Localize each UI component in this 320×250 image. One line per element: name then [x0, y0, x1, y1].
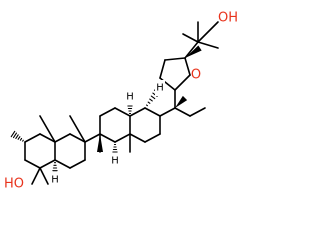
bond-c26-c27	[164, 57, 186, 61]
bond-c5-c7	[54, 133, 71, 143]
bond-c10-c6	[54, 159, 71, 169]
hash-c3-hydroxyl-dash	[22, 139, 24, 142]
bond-c5-m1	[39, 115, 56, 143]
bond-c15-c16	[114, 133, 131, 143]
hash-c17-hydrogen-dash	[149, 98, 153, 102]
stereo-h-label-c9: H	[111, 156, 119, 167]
hash-c3-hydroxyl-dash	[19, 137, 23, 141]
ring-oxygen-label-backdrop	[191, 67, 201, 83]
bond-c12-c13	[99, 107, 116, 117]
bond-c28-c31	[182, 33, 199, 43]
bond-c25-c26	[159, 59, 166, 79]
bond-c9-c10	[69, 159, 86, 169]
stereo-bond-layer	[10, 45, 202, 177]
bond-c7-c8	[69, 133, 86, 143]
bond-c13-c14	[114, 107, 131, 117]
bond-c18-c21	[159, 107, 176, 117]
stereo-h-label-c5: H	[51, 175, 59, 186]
hydroxyl-label-left-backdrop	[5, 176, 23, 192]
stereo-h-label-c9-backdrop	[110, 153, 120, 169]
bond-c8-m2	[69, 115, 86, 143]
ring-oxygen-label: O	[191, 68, 201, 83]
hash-c3-hydroxyl	[10, 130, 24, 142]
bond-c14-c17	[129, 107, 146, 117]
bond-c21-c22	[174, 107, 191, 117]
hydroxyl-label-top: OH	[218, 11, 238, 26]
bond-c17-c18	[144, 107, 161, 117]
bond-c4-methyl-a	[31, 167, 41, 185]
bond-c20-c15	[129, 133, 146, 143]
stereo-h-label-c17: H	[156, 83, 164, 94]
hydroxyl-label-top-backdrop	[219, 10, 237, 26]
hash-c17-hydrogen-dash	[147, 101, 151, 104]
bond-c27-o1	[184, 57, 191, 76]
bond-c22-c23	[189, 107, 206, 117]
bond-c25-hydroxyl	[197, 21, 219, 43]
bond-c3-c4	[24, 133, 41, 143]
hash-c17-hydrogen-dash	[146, 104, 148, 107]
bond-c6-c1	[39, 159, 56, 169]
bond-c8-c11	[84, 133, 101, 143]
hydroxyl-label-left: HO	[4, 177, 24, 192]
bond-layer	[24, 21, 219, 185]
bond-c16-c11	[99, 133, 116, 143]
wedge-c24-hydrogen	[185, 45, 202, 58]
hash-c17-hydrogen-dash	[150, 95, 156, 100]
bond-c28-c30	[197, 41, 219, 49]
stereo-h-label-c17-backdrop	[155, 80, 165, 96]
hash-c3-hydroxyl-dash	[10, 130, 16, 138]
wedge-c9-methyl	[97, 134, 103, 152]
hash-c3-hydroxyl-dash	[17, 136, 21, 140]
hash-c3-hydroxyl-dash	[12, 132, 18, 139]
bond-c27-c28	[184, 41, 199, 59]
bond-c1-c2	[24, 159, 41, 169]
bond-c4-c5	[39, 133, 56, 143]
stereo-h-label-c13: H	[126, 92, 134, 103]
bond-o1-c24	[174, 74, 191, 91]
bond-c19-c20	[144, 133, 161, 143]
wedge-c20-methyl	[175, 95, 188, 108]
bond-c4-methyl-b	[39, 167, 49, 185]
stereo-h-label-c5-backdrop	[50, 172, 60, 188]
stereo-h-label-c13-backdrop	[125, 89, 135, 105]
hash-c3-hydroxyl-dash	[15, 134, 19, 139]
